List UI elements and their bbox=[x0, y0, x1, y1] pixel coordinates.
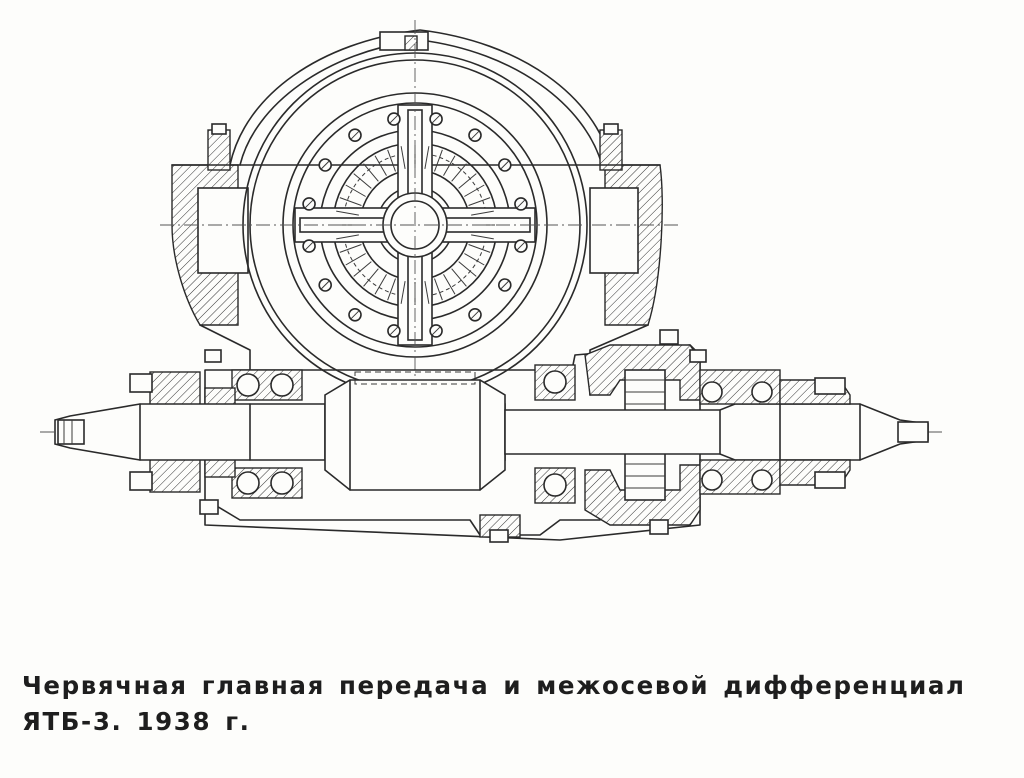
caption-line-2: ЯТБ-3. 1938 г. bbox=[22, 707, 251, 736]
gearbox-cross-section-drawing bbox=[40, 20, 945, 543]
wheel-bolt-circle bbox=[302, 112, 528, 338]
caption-line-1: Червячная главная передача и межосевой д… bbox=[22, 671, 966, 700]
worm-shaft-assembly bbox=[54, 344, 701, 541]
figure-caption: Червячная главная передача и межосевой д… bbox=[22, 668, 1012, 740]
differential-gear-teeth bbox=[335, 145, 495, 305]
gear-housing bbox=[171, 29, 663, 396]
housing-bolts bbox=[199, 329, 707, 543]
inter-axle-differential bbox=[504, 344, 929, 526]
